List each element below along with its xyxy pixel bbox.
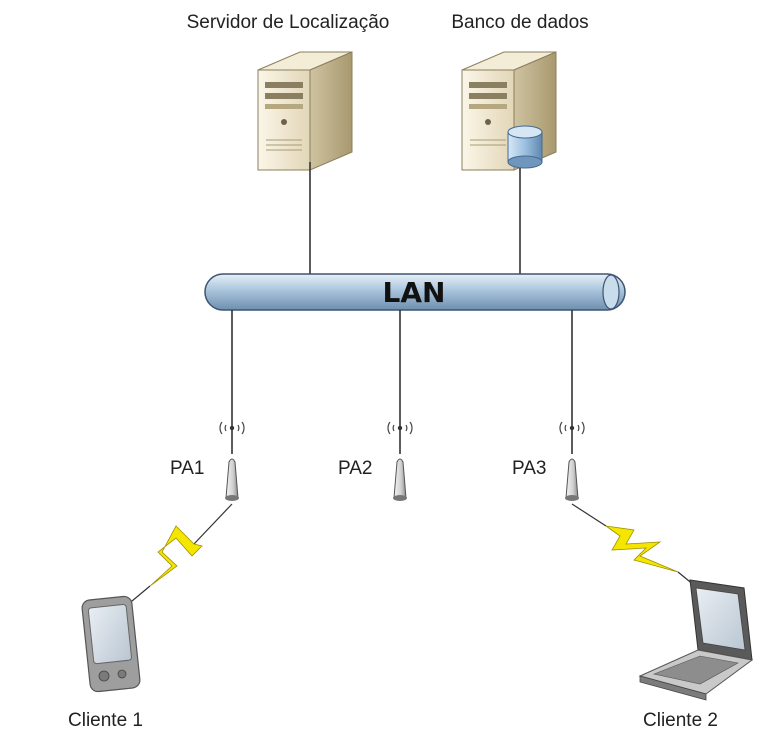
- access-point-icon: [559, 421, 585, 501]
- lightning-bolt-icon: [149, 525, 203, 587]
- database-server-icon: [461, 51, 557, 171]
- lan-label: LAN: [383, 276, 446, 309]
- client-1-label: Cliente 1: [68, 710, 143, 731]
- pa1-label: PA1: [170, 458, 205, 479]
- wireless-link-1: [125, 503, 233, 607]
- pa3-label: PA3: [512, 458, 547, 479]
- access-point-2: PA2: [338, 421, 413, 501]
- client-2-label: Cliente 2: [643, 710, 718, 731]
- client-2: Cliente 2: [638, 579, 754, 731]
- server-tower-icon: [257, 51, 353, 171]
- lightning-bolt-icon: [605, 525, 679, 573]
- access-point-1: PA1: [170, 421, 245, 501]
- pda-icon: [81, 595, 141, 693]
- network-bus-icon: [204, 273, 626, 311]
- client-1: Cliente 1: [68, 595, 143, 731]
- access-point-icon: [387, 421, 413, 501]
- database-label: Banco de dados: [451, 12, 588, 33]
- laptop-icon: [638, 579, 754, 701]
- access-point-3: PA3: [512, 421, 585, 501]
- location-server-label: Servidor de Localização: [187, 12, 390, 33]
- wireless-link-2: [571, 503, 701, 591]
- access-point-icon: [219, 421, 245, 501]
- database-cylinder-icon: [507, 125, 543, 169]
- pa2-label: PA2: [338, 458, 373, 479]
- lan-bus: LAN: [204, 273, 626, 311]
